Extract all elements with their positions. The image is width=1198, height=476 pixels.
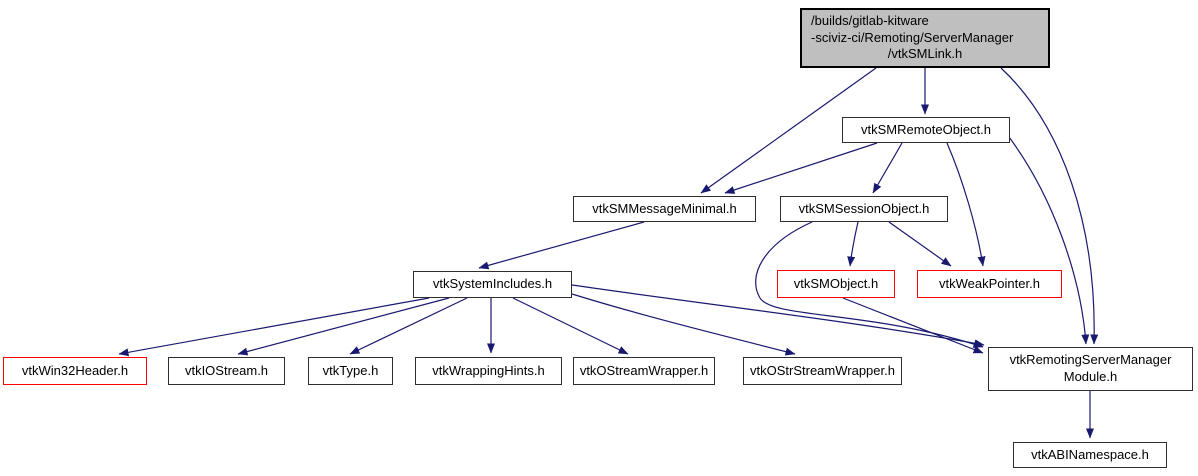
edge-vtkSMRemoteObject-to-vtkRemotingServerManagerModule — [1008, 136, 1090, 345]
node-vtkType[interactable]: vtkType.h — [308, 357, 393, 385]
node-vtkSMRemoteObject[interactable]: vtkSMRemoteObject.h — [842, 117, 1010, 143]
node-label: vtkSystemIncludes.h — [432, 276, 553, 292]
node-label: vtkIOStream.h — [184, 362, 269, 378]
edge-vtkSystemIncludes-to-vtkIOStream — [237, 297, 450, 356]
node-label: Module.h — [1063, 369, 1118, 384]
node-vtkSystemIncludes[interactable]: vtkSystemIncludes.h — [413, 271, 572, 298]
node-label: vtkWin32Header.h — [21, 362, 129, 378]
node-label: vtkRemotingServerManager — [1009, 352, 1172, 368]
node-label: vtkSMObject.h — [793, 275, 879, 291]
node-vtkWrappingHints[interactable]: vtkWrappingHints.h — [415, 357, 562, 385]
edge-vtkSMRemoteObject-to-vtkWeakPointer — [946, 142, 986, 267]
node-vtkWin32Header[interactable]: vtkWin32Header.h — [3, 357, 147, 385]
node-vtkIOStream[interactable]: vtkIOStream.h — [168, 357, 285, 385]
edge-vtkSMLink-to-vtkSMMessageMinimal — [700, 67, 877, 194]
node-vtkSMMessageMinimal[interactable]: vtkSMMessageMinimal.h — [573, 196, 756, 222]
node-label: vtkABINamespace.h — [1031, 446, 1149, 462]
node-label: vtkWrappingHints.h — [432, 362, 545, 378]
node-label: -sciviz-ci/Remoting/ServerManager — [811, 29, 1014, 45]
node-label: vtkSMSessionObject.h — [798, 200, 930, 216]
node-label: vtkOStrStreamWrapper.h — [750, 362, 895, 378]
edge-vtkSystemIncludes-to-vtkOStreamWrapper — [512, 297, 629, 355]
node-label: vtkType.h — [322, 362, 379, 378]
node-vtkOStrStreamWrapper[interactable]: vtkOStrStreamWrapper.h — [743, 357, 902, 385]
node-label: vtkSMMessageMinimal.h — [592, 200, 737, 216]
node-label: vtkWeakPointer.h — [939, 275, 1040, 291]
node-label: vtkSMRemoteObject.h — [860, 121, 992, 137]
edge-vtkSMSessionObject-to-vtkSMObject — [847, 221, 859, 267]
node-vtkABINamespace[interactable]: vtkABINamespace.h — [1013, 442, 1167, 468]
node-vtkSMLink: /builds/gitlab-kitware-sciviz-ci/Remotin… — [800, 8, 1050, 68]
edge-vtkSMObject-to-vtkRemotingServerManagerModule — [842, 297, 984, 354]
edge-vtkSystemIncludes-to-vtkWin32Header — [118, 297, 430, 357]
edge-vtkSMLink-to-vtkRemotingServerManagerModule — [1000, 67, 1099, 345]
edge-vtkSMMessageMinimal-to-vtkSystemIncludes — [478, 221, 645, 270]
edge-vtkSMSessionObject-to-vtkWeakPointer — [888, 221, 952, 267]
edge-vtkSystemIncludes-to-vtkType — [349, 297, 468, 355]
node-label: /builds/gitlab-kitware — [811, 12, 929, 28]
edge-vtkSMSessionObject-to-vtkRemotingServerManagerModule — [755, 221, 984, 348]
edge-vtkSMRemoteObject-to-vtkSMMessageMinimal — [724, 142, 878, 194]
node-label: vtkOStreamWrapper.h — [579, 362, 709, 378]
node-vtkWeakPointer[interactable]: vtkWeakPointer.h — [917, 270, 1062, 298]
node-vtkOStreamWrapper[interactable]: vtkOStreamWrapper.h — [573, 357, 715, 385]
edge-vtkSMRemoteObject-to-vtkSMSessionObject — [872, 142, 903, 194]
node-label: /vtkSMLink.h — [887, 46, 963, 62]
edge-vtkSystemIncludes-to-vtkRemotingServerManagerModule — [571, 284, 985, 348]
node-vtkSMSessionObject[interactable]: vtkSMSessionObject.h — [780, 196, 948, 222]
edge-vtkSystemIncludes-to-vtkOStrStreamWrapper — [571, 293, 796, 356]
node-vtkSMObject[interactable]: vtkSMObject.h — [777, 270, 895, 298]
